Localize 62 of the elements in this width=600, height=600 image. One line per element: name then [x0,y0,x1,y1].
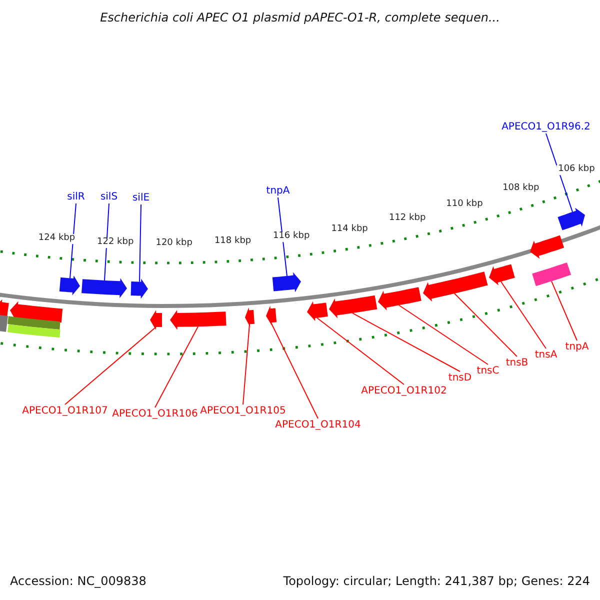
gene-feature [530,235,564,259]
scale-label: 124 kbp [37,234,76,244]
gene-label: silE [132,192,150,204]
gene-label: APECO1_O1R105 [200,406,286,416]
leader-line [546,133,573,212]
leader-line [454,293,518,357]
leader-line [270,322,318,419]
gene-label: tnpA [266,186,290,196]
gene-label: tnsC [476,366,500,376]
gene-feature [10,301,63,323]
scale-label: 110 kbp [445,200,484,210]
footer-text: Topology: circular; Length: 241,387 bp; Genes: 224 [283,574,590,588]
feature-bar [8,316,60,330]
gene-feature [307,301,328,322]
scale-label: 112 kbp [388,214,427,224]
gene-feature [489,264,515,286]
gene-label: tnpA [565,342,589,352]
gene-feature [378,287,422,310]
gene-feature [558,208,585,230]
gene-feature [423,272,488,302]
leader-line [352,312,460,372]
feature-bar [532,262,572,286]
gene-feature [130,278,148,299]
gene-label: silS [100,192,118,202]
gene-label: APECO1_O1R104 [275,420,361,430]
leader-line [500,281,546,349]
scale-label: 120 kbp [154,239,194,249]
leader-line [242,324,250,405]
gene-label: APECO1_O1R96.2 [502,122,590,132]
leader-line [70,203,76,279]
scale-label: 122 kbp [96,238,135,248]
scale-label: 106 kbp [557,165,596,175]
gene-label: tnsD [448,372,472,384]
feature-bar [8,324,60,338]
scale-label: 118 kbp [213,237,252,248]
scale-label: 108 kbp [502,184,540,194]
gene-feature [82,278,127,298]
gene-feature [59,276,80,296]
scale-label: 116 kbp [272,232,311,242]
feature-bar [0,314,8,332]
gene-label: APECO1_O1R107 [22,406,108,416]
gene-feature [170,310,226,330]
gene-label: silR [67,192,85,202]
leader-line [154,326,198,408]
gene-feature [0,299,9,319]
scale-label: 114 kbp [330,224,369,235]
gene-feature [245,307,254,328]
gene-label: tnsA [534,350,558,360]
gene-feature [329,295,378,318]
gene-feature [266,306,277,326]
leader-line [139,204,142,282]
leader-line [104,203,110,281]
leader-line [64,326,156,405]
gene-feature [150,310,162,330]
gene-label: APECO1_O1R102 [361,386,447,396]
gene-label: tnsB [506,358,528,368]
title: Escherichia coli APEC O1 plasmid pAPEC-O1-R, complete sequen... [100,11,500,25]
gene-label: APECO1_O1R106 [112,408,198,420]
gene-feature [272,272,301,292]
leader-line [398,304,488,365]
footer-text: Accession: NC_009838 [10,574,146,588]
leader-line [316,317,404,385]
